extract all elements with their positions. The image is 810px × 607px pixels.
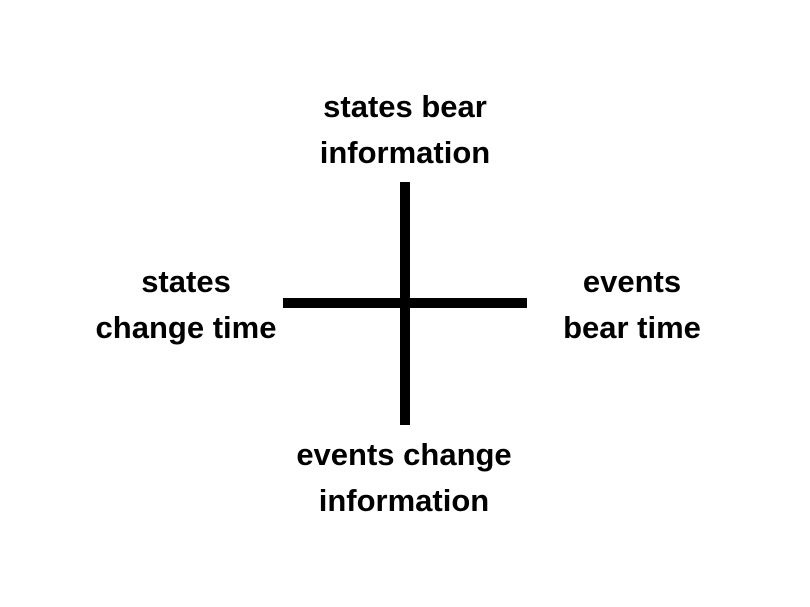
label-top-states-bear-information: states bear information [319,89,491,170]
label-left-states-change-time: states change time [95,264,277,345]
label-right-events-bear-time: events bear time [563,264,701,345]
label-bottom-events-change-information: events change information [296,437,512,518]
vertical-axis-line [400,182,410,425]
